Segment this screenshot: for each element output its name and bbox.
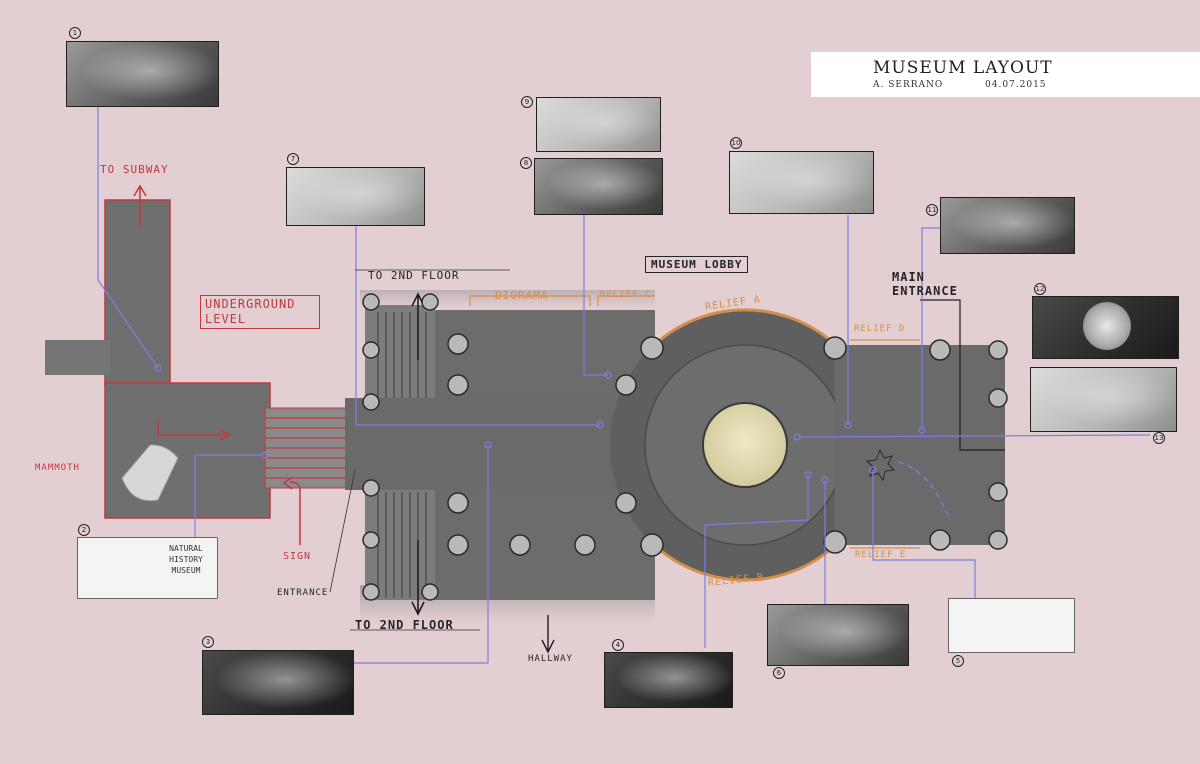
- panel-number-9: 9: [521, 96, 533, 108]
- panel-number-2: 2: [78, 524, 90, 536]
- storyboard-panel-4: [604, 652, 733, 708]
- camera-move-dash: [897, 461, 951, 521]
- entrance-stair-steps: [265, 417, 350, 479]
- storyboard-panel-7: [286, 167, 425, 226]
- panel-number-7: 7: [287, 153, 299, 165]
- main-entrance-bracket: [920, 299, 1005, 451]
- main-building: [345, 290, 1008, 654]
- mammoth-hall: [104, 382, 271, 519]
- panel-number-11: 11: [926, 204, 938, 216]
- measure-lines: [469, 295, 920, 549]
- sheet-title: MUSEUM LAYOUT: [873, 58, 1053, 78]
- subway-corridor: [104, 199, 171, 386]
- author-name: A. SERRANO: [873, 80, 944, 90]
- to-2nd-floor-top-label: TO 2ND FLOOR: [368, 269, 460, 282]
- to-subway-label: TO SUBWAY: [100, 163, 169, 176]
- title-card: MUSEUM LAYOUT A. SERRANO 04.07.2015: [811, 52, 1200, 97]
- diorama-label: DIORAMA: [495, 289, 549, 302]
- panel-number-6: 6: [773, 667, 785, 679]
- panel-number-8: 8: [520, 157, 532, 169]
- storyboard-panel-1: [66, 41, 219, 107]
- spotlight-circle: [1083, 302, 1131, 350]
- storyboard-panel-5: [948, 598, 1075, 653]
- storyboard-panel-8: [534, 158, 663, 215]
- storyboard-panel-12: [1032, 296, 1179, 359]
- relief-e-label: RELIEF E: [855, 550, 907, 560]
- path-arrow: [157, 420, 232, 441]
- subway-arrow: [133, 184, 147, 225]
- panel-connector-lines: [97, 107, 1151, 664]
- down-arrow-south: [411, 540, 425, 616]
- sign-line-2: HISTORY: [169, 555, 203, 564]
- underground-level-area: [45, 184, 356, 545]
- hallway-label: HALLWAY: [528, 654, 573, 664]
- panel-number-4: 4: [612, 639, 624, 651]
- main-entrance-label: MAIN ENTRANCE: [892, 270, 958, 298]
- storyboard-panel-2: NATURAL HISTORY MUSEUM: [77, 537, 218, 599]
- main-entrance-line-2: ENTRANCE: [892, 284, 958, 298]
- relief-c-label: RELIEF C: [600, 290, 652, 300]
- sign-line-1: NATURAL: [169, 544, 203, 553]
- panel-number-1: 1: [69, 27, 81, 39]
- storyboard-panel-10: [729, 151, 874, 214]
- panel-number-5: 5: [952, 655, 964, 667]
- columns: [362, 293, 1008, 601]
- east-wing: [835, 345, 1005, 545]
- sign-line-3: MUSEUM: [171, 566, 201, 575]
- main-entrance-line-1: MAIN: [892, 270, 925, 284]
- leader-lines: [329, 269, 510, 631]
- relief-a-arc: [659, 308, 831, 342]
- hero-mark: [865, 448, 896, 482]
- sign-sketch-text: NATURAL HISTORY MUSEUM: [162, 543, 210, 576]
- mammoth-label: MAMMOTH: [35, 463, 80, 473]
- panel-number-3: 3: [202, 636, 214, 648]
- panel-number-13: 13: [1153, 432, 1165, 444]
- entrance-label: ENTRANCE: [277, 588, 329, 598]
- relief-d-label: RELIEF D: [854, 324, 906, 334]
- storyboard-panel-9: [536, 97, 661, 152]
- relief-b-arc: [659, 548, 831, 582]
- hallway-arrow: [541, 615, 555, 654]
- storyboard-panel-3: [202, 650, 354, 715]
- west-corridor: [45, 340, 110, 375]
- panel-number-10: 10: [730, 137, 742, 149]
- mammoth-exhibit: [121, 444, 179, 502]
- storyboard-panel-13: [1030, 367, 1177, 432]
- panel-number-12: 12: [1034, 283, 1046, 295]
- center-disc: [702, 402, 788, 488]
- connector-endpoints: [154, 364, 926, 484]
- storyboard-panel-11: [940, 197, 1075, 254]
- sign-label: SIGN: [283, 551, 312, 562]
- sheet-date: 04.07.2015: [985, 80, 1047, 90]
- sign-arrow: [282, 476, 301, 545]
- museum-lobby-label: MUSEUM LOBBY: [645, 256, 749, 273]
- underground-level-label: UNDERGROUND LEVEL: [200, 295, 320, 329]
- storyboard-panel-6: [767, 604, 909, 666]
- to-2nd-floor-bottom-label: TO 2ND FLOOR: [355, 618, 454, 632]
